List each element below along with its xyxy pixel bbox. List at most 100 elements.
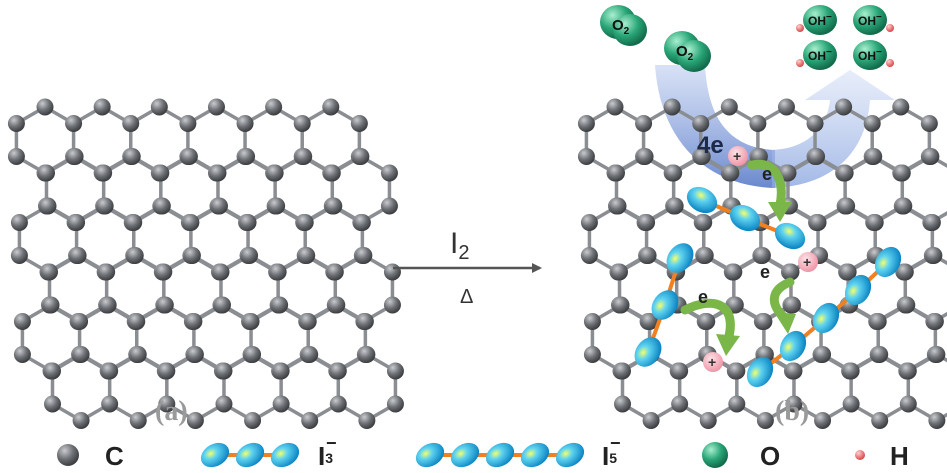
carbon-atom bbox=[182, 214, 200, 231]
carbon-atom bbox=[295, 148, 313, 165]
carbon-atom bbox=[265, 98, 283, 116]
carbon-atom bbox=[356, 313, 374, 330]
iodine-atom bbox=[450, 442, 480, 468]
carbon-atom bbox=[785, 395, 803, 413]
carbon-atom bbox=[663, 98, 681, 116]
carbon-atom bbox=[352, 148, 370, 165]
carbon-atom bbox=[36, 98, 54, 116]
carbon-atom bbox=[212, 263, 230, 281]
oxygen-atom bbox=[803, 5, 837, 35]
carbon-atom bbox=[39, 197, 57, 215]
carbon-atom bbox=[863, 115, 881, 132]
carbon-atom bbox=[268, 197, 286, 215]
oxygen-atom bbox=[853, 5, 887, 35]
proton-label: + bbox=[708, 354, 716, 370]
hydrogen-atom bbox=[886, 24, 894, 32]
carbon-atom bbox=[71, 313, 89, 330]
carbon-atom bbox=[782, 263, 800, 281]
heat-condition-label: Δ bbox=[460, 286, 473, 308]
iodine-atom bbox=[686, 186, 718, 214]
carbon-atom bbox=[783, 296, 801, 314]
carbon-atom bbox=[244, 346, 262, 363]
electron-label-middle: e bbox=[760, 262, 770, 282]
carbon-atom bbox=[696, 247, 714, 264]
carbon-atom bbox=[693, 148, 711, 165]
oxygen-atom bbox=[677, 40, 711, 72]
graphene-lattice-b bbox=[577, 98, 947, 429]
carbon-atom bbox=[726, 296, 744, 314]
electrons-label: 4e bbox=[697, 132, 724, 159]
carbon-atom bbox=[842, 395, 860, 413]
carbon-atom bbox=[209, 164, 227, 182]
carbon-atom bbox=[635, 115, 653, 132]
legend-triiodide-symbol bbox=[200, 442, 300, 468]
carbon-atom bbox=[186, 412, 204, 429]
carbon-atom bbox=[353, 214, 371, 231]
iodine-atom bbox=[774, 222, 806, 250]
carbon-atom bbox=[722, 164, 740, 182]
proton-bottom bbox=[703, 352, 723, 372]
carbon-atom bbox=[126, 247, 144, 264]
carbon-atom bbox=[44, 395, 61, 413]
carbon-atom bbox=[350, 115, 368, 132]
carbon-atom bbox=[125, 214, 143, 231]
carbon-atom bbox=[241, 247, 259, 264]
carbon-atom bbox=[13, 313, 31, 330]
iodine-atom bbox=[651, 290, 679, 320]
panel-a-label: (a) bbox=[155, 396, 188, 427]
carbon-atom bbox=[239, 214, 257, 231]
carbon-atom bbox=[179, 115, 197, 132]
carbon-atom bbox=[580, 247, 598, 264]
carbon-atom bbox=[68, 214, 86, 231]
iodine-atom bbox=[729, 204, 761, 232]
carbon-atom bbox=[614, 395, 631, 413]
carbon-atom bbox=[380, 197, 398, 215]
carbon-atom bbox=[129, 346, 147, 363]
carbon-atom bbox=[128, 313, 146, 330]
carbon-atom bbox=[236, 115, 254, 132]
carbon-atom bbox=[779, 164, 797, 182]
legend-hydrogen-symbol bbox=[855, 450, 865, 460]
carbon-atom bbox=[611, 263, 628, 281]
carbon-atom bbox=[865, 148, 883, 165]
carbon-atom bbox=[839, 263, 857, 281]
carbon-atom bbox=[777, 98, 795, 116]
carbon-atom bbox=[299, 313, 317, 330]
carbon-atom bbox=[272, 395, 290, 413]
carbon-atom bbox=[922, 148, 940, 165]
hydroxide-outflow-arrow bbox=[772, 70, 895, 188]
legend-pentaiodide-symbol bbox=[415, 442, 585, 468]
carbon-atom bbox=[749, 115, 767, 132]
carbon-atom bbox=[72, 346, 90, 363]
carbon-atom bbox=[301, 346, 319, 363]
oxygen-atom bbox=[613, 14, 647, 46]
carbon-atom bbox=[636, 148, 654, 165]
iodine-atom bbox=[812, 302, 840, 334]
hydroxide-label: OH− bbox=[808, 47, 832, 63]
carbon-atom bbox=[671, 395, 689, 413]
carbon-atom bbox=[577, 115, 595, 132]
oxygen-atom bbox=[853, 40, 887, 70]
lattice-a-atoms bbox=[7, 98, 404, 429]
legend-triiodide-label: I3− bbox=[318, 433, 337, 471]
iodine-atom bbox=[779, 330, 807, 362]
legend-carbon-label: C bbox=[105, 441, 124, 471]
o2-molecule: O2 bbox=[664, 31, 711, 72]
carbon-atom bbox=[123, 148, 141, 165]
carbon-atom bbox=[13, 346, 31, 363]
electron-label-top: e bbox=[762, 164, 772, 184]
carbon-atom bbox=[899, 362, 917, 380]
hydroxide-ion: OH− bbox=[796, 40, 837, 70]
carbon-atom bbox=[99, 296, 117, 314]
carbon-atom bbox=[725, 263, 743, 281]
hydroxide-ion: OH− bbox=[853, 40, 894, 70]
carbon-atom bbox=[695, 214, 713, 231]
electron-arrowhead bbox=[774, 312, 796, 334]
carbon-atom bbox=[213, 296, 231, 314]
carbon-atom bbox=[269, 263, 287, 281]
iodine-atom bbox=[555, 442, 585, 468]
legend-oxygen-label: O bbox=[760, 441, 780, 471]
carbon-atom bbox=[641, 313, 659, 330]
carbon-atom bbox=[301, 412, 319, 429]
carbon-atom bbox=[358, 412, 376, 429]
